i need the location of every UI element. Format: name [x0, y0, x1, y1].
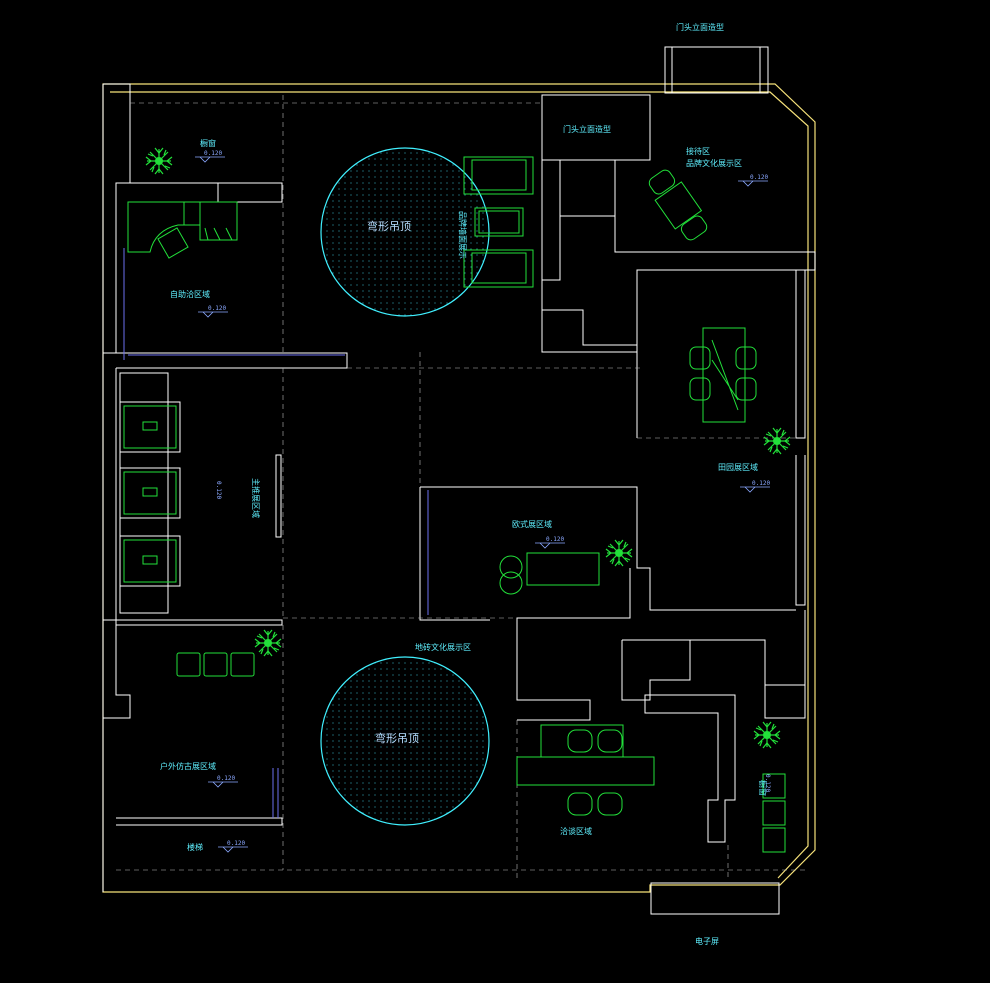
european-table [499, 552, 600, 595]
svg-text:0.120: 0.120 [204, 150, 222, 157]
label-door-head: 门头立面造型 [563, 124, 611, 134]
label-negotiation: 洽谈区域 [560, 826, 592, 836]
svg-text:0.120: 0.120 [750, 174, 768, 181]
negotiation-table [516, 724, 655, 816]
label-display: 橱窗 [758, 780, 768, 796]
svg-text:0.120: 0.120 [208, 305, 226, 312]
reception-table [648, 169, 708, 241]
interior-walls [102, 83, 816, 892]
label-circle-bottom: 弯形吊顶 [375, 731, 419, 745]
label-showcase: 橱窗 [200, 138, 216, 148]
svg-text:0.120: 0.120 [227, 840, 245, 847]
label-self-service: 自助洽区域 [170, 289, 210, 299]
reception-desk [127, 201, 238, 259]
label-reception: 接待区 [686, 146, 710, 156]
display-cabinets-left [119, 372, 282, 614]
plant-icon [763, 427, 791, 455]
level-marker: 0.120 [198, 305, 228, 318]
electronic-screen-frame [650, 882, 780, 915]
level-marker: 0.120 [218, 840, 248, 853]
zone-lines [116, 95, 805, 882]
svg-text:0.120: 0.120 [752, 480, 770, 487]
circular-ceiling-top [320, 147, 490, 317]
circular-ceiling-bottom [320, 656, 490, 826]
label-wall-display: 品牌墙面展示 [458, 211, 468, 259]
level-marker: 0.120 [764, 774, 771, 792]
svg-text:0.120: 0.120 [217, 775, 235, 782]
svg-text:0.120: 0.120 [764, 774, 771, 792]
level-marker: 0.120 [195, 150, 225, 163]
level-marker: 0.120 [208, 775, 238, 788]
door-head-frame [664, 46, 769, 94]
label-stairs: 楼梯 [187, 842, 203, 852]
label-door-head-top: 门头立面造型 [676, 22, 724, 32]
plant-icon [145, 147, 173, 175]
label-culture-display: 地砖文化展示区 [415, 642, 471, 652]
svg-text:0.120: 0.120 [215, 481, 222, 499]
sofa-set [463, 156, 534, 288]
dining-table-right [689, 327, 757, 423]
label-outdoor: 户外仿古展区域 [160, 761, 216, 771]
level-marker: 0.120 [738, 174, 768, 187]
level-marker: 0.120 [740, 480, 770, 493]
label-brand-culture: 品牌文化展示区 [686, 158, 742, 168]
label-circle-top: 弯形吊顶 [367, 219, 411, 233]
glass-partitions [123, 248, 429, 818]
label-main-product: 主推展区域 [251, 478, 261, 518]
level-marker: 0.120 [215, 481, 222, 499]
outdoor-seats [176, 652, 255, 677]
side-cabinets [762, 773, 786, 853]
plant-icon [753, 721, 781, 749]
outer-wall [102, 83, 816, 893]
level-marker: 0.120 [535, 536, 565, 549]
label-electronic: 电子屏 [695, 936, 719, 946]
label-pastoral: 田园展区域 [718, 462, 758, 472]
label-european: 欧式展区域 [512, 519, 552, 529]
svg-text:0.120: 0.120 [546, 536, 564, 543]
plant-icon [254, 629, 282, 657]
plant-icon [605, 539, 633, 567]
